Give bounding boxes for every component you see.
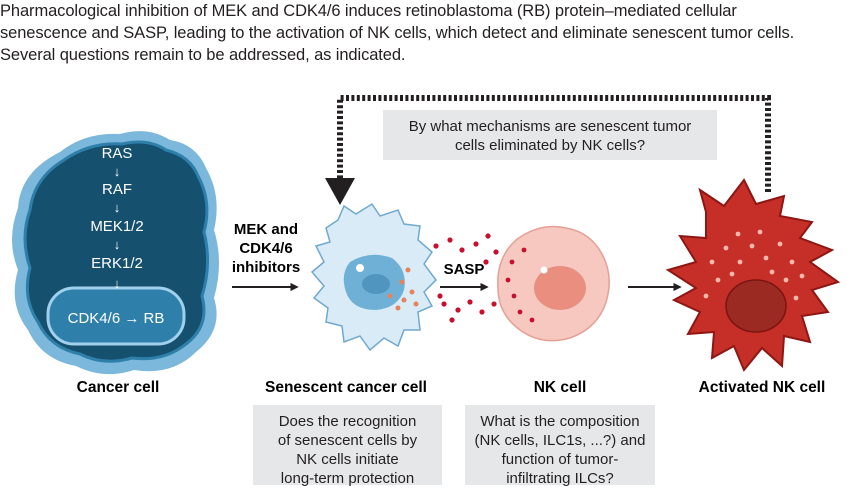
question-top-line-1: By what mechanisms are senescent tumor xyxy=(408,118,692,135)
senescent-highlight xyxy=(356,264,364,272)
raf-label: RAF xyxy=(102,181,132,198)
senescent-cancer-cell xyxy=(310,202,437,352)
question-mid-line-2: (NK cells, ILC1s, ...?) and xyxy=(474,432,646,449)
cancer-cell: RAS ↓ RAF ↓ MEK1/2 ↓ ERK1/2 ↓ CDK4/6 → R… xyxy=(12,131,219,375)
arrow-erk-cdk: ↓ xyxy=(114,276,121,291)
question-box-composition: What is the composition (NK cells, ILC1s… xyxy=(465,405,655,487)
activated-nk-cell xyxy=(665,178,841,372)
question-box-mechanism: By what mechanisms are senescent tumor c… xyxy=(383,110,717,160)
caption-line-1: Pharmacological inhibition of MEK and CD… xyxy=(0,2,737,20)
activated-nk-cell-label: Activated NK cell xyxy=(699,379,826,396)
arrow-mek-erk: ↓ xyxy=(114,237,121,252)
nk-highlight xyxy=(540,266,548,274)
senescent-nucleolus xyxy=(362,274,390,294)
ras-label: RAS xyxy=(102,145,133,162)
caption-line-3: Several questions remain to be addressed… xyxy=(0,46,406,64)
activated-granules xyxy=(703,229,805,301)
senescent-granules xyxy=(387,267,419,311)
senescent-cell-label: Senescent cancer cell xyxy=(265,379,427,396)
cdk-rb-compartment xyxy=(46,286,186,346)
inhibitors-line-2: CDK4/6 xyxy=(239,240,292,257)
erk-label: ERK1/2 xyxy=(91,255,143,272)
question-left-line-2: of senescent cells by xyxy=(277,432,418,449)
question-mid-line-4: infiltrating ILCs? xyxy=(506,470,614,487)
figure-caption: Pharmacological inhibition of MEK and CD… xyxy=(0,0,848,66)
arrow-raf-mek: ↓ xyxy=(114,200,121,215)
pathway-diagram: RAS ↓ RAF ↓ MEK1/2 ↓ ERK1/2 ↓ CDK4/6 → R… xyxy=(12,95,841,396)
dotted-feedback-arrow xyxy=(337,95,771,192)
activated-cell-body xyxy=(665,178,841,372)
mek-label: MEK1/2 xyxy=(90,218,143,235)
arrow-ras-raf: ↓ xyxy=(114,164,121,179)
cdk-rb-label: CDK4/6 → RB xyxy=(68,310,165,327)
cancer-cell-label: Cancer cell xyxy=(77,379,160,396)
nk-cell-nucleus xyxy=(534,266,586,310)
question-left-line-1: Does the recognition xyxy=(278,413,417,430)
question-mid-line-3: function of tumor- xyxy=(501,451,619,468)
question-box-recognition: Does the recognition of senescent cells … xyxy=(253,405,442,487)
question-top-line-2: cells eliminated by NK cells? xyxy=(454,137,646,154)
sasp-label: SASP xyxy=(444,261,485,278)
nk-cell-label: NK cell xyxy=(534,379,587,396)
question-left-line-3: NK cells initiate xyxy=(296,451,399,468)
nk-cell xyxy=(497,225,610,342)
caption-line-2: senescence and SASP, leading to the acti… xyxy=(0,24,795,42)
sasp-droplets xyxy=(433,233,499,323)
activated-cell-nucleus xyxy=(725,279,787,333)
question-left-line-4: long-term protection xyxy=(280,470,415,487)
question-mid-line-1: What is the composition xyxy=(480,413,640,430)
inhibitors-line-1: MEK and xyxy=(234,221,298,238)
dotted-arrow-head xyxy=(325,178,355,205)
inhibitors-line-3: inhibitors xyxy=(232,259,300,276)
nk-granules xyxy=(505,247,535,323)
